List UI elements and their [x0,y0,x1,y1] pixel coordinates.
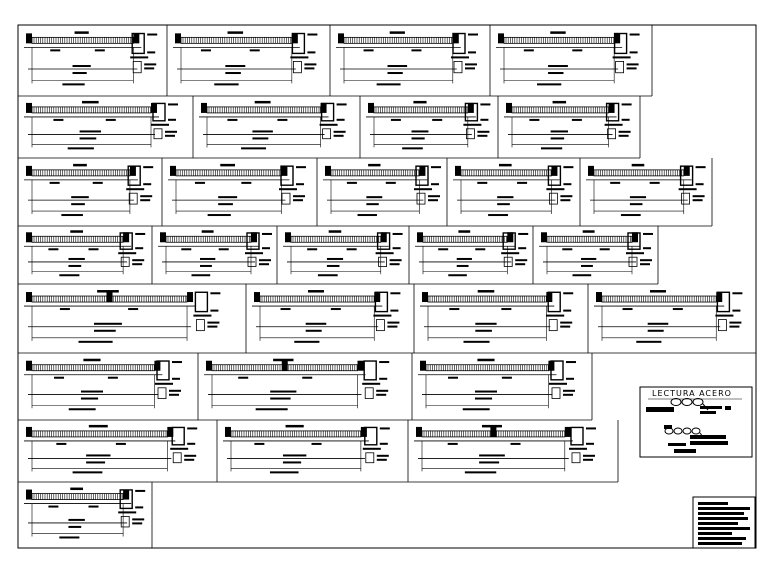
beam-detail [336,25,491,96]
beam-row [18,158,713,227]
sheet-border [17,24,757,549]
beam-row [18,284,757,354]
beam-detail [24,353,199,420]
beam-row [18,25,653,97]
beam-detail [204,353,413,420]
beam-detail [414,420,619,482]
legend-callout-bottom [664,425,728,453]
beam-detail [496,25,653,96]
beam-row [18,226,659,285]
beam-detail [223,420,409,482]
beam-detail [504,96,641,158]
legend-callout-top [646,398,731,414]
beam-detail [366,96,499,158]
beam-detail [24,226,153,284]
beam-detail [24,158,163,226]
beam-detail [252,284,415,353]
beam-detail [24,482,153,548]
beam-detail [24,25,168,96]
legend-title: LECTURA ACERO [652,389,732,398]
beam-detail [168,158,318,226]
beam-detail [594,284,757,353]
beam-row [18,420,619,483]
beam-row [18,96,641,159]
beam-detail [420,284,589,353]
beam-detail [453,158,581,226]
beam-row [18,353,593,421]
beam-detail [539,226,659,284]
beam-detail-panels [18,25,757,549]
title-block [692,496,756,549]
beam-detail [415,226,534,284]
beam-detail [24,420,218,482]
beam-detail [173,25,331,96]
steel-reading-legend: LECTURA ACERO [639,386,753,458]
beam-detail [199,96,361,158]
beam-detail [586,158,713,226]
beam-detail [158,226,278,284]
beam-detail [323,158,448,226]
beam-row [18,482,153,549]
beam-detail [24,96,194,158]
beam-detail [418,353,593,420]
beam-detail [283,226,410,284]
beam-detail [24,284,247,353]
